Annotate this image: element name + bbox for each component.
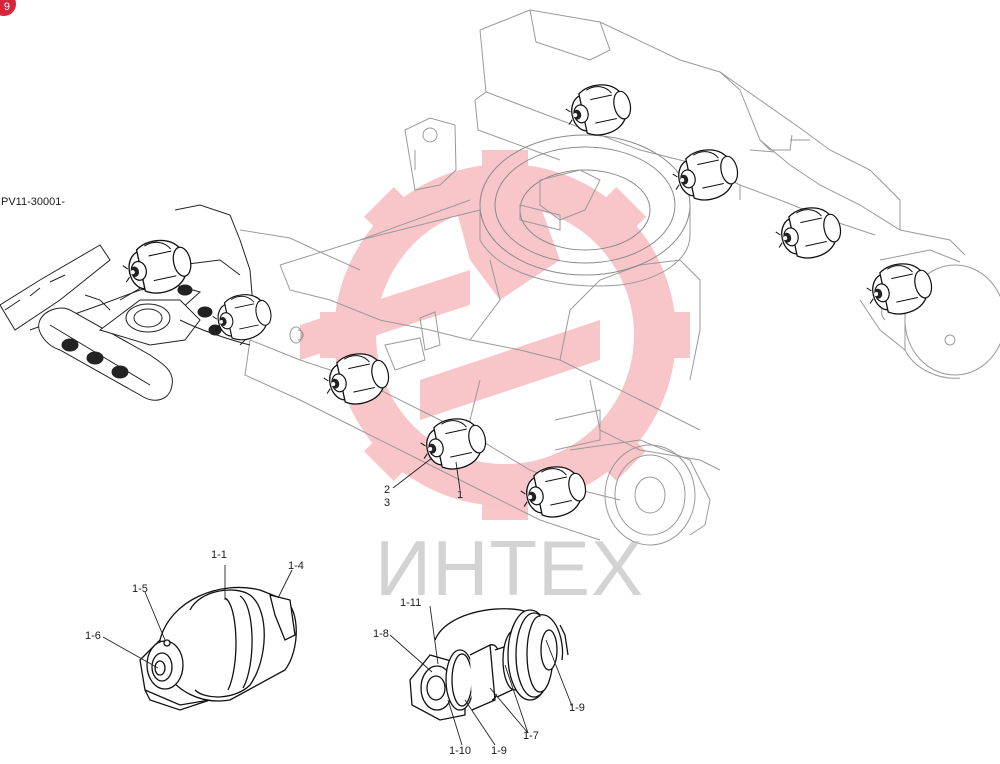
callout-1-9-bottom: 1-9	[491, 745, 507, 757]
callout-1-10: 1-10	[449, 745, 472, 757]
roller-detail-exploded	[409, 608, 569, 721]
page-badge: 9	[0, 0, 16, 16]
callout-1: 1	[457, 489, 464, 501]
track-roller	[668, 143, 743, 207]
callout-1-8: 1-8	[373, 628, 389, 640]
callout-1-4: 1-4	[288, 560, 304, 572]
track-roller	[771, 201, 846, 265]
callout-1-6: 1-6	[85, 630, 101, 642]
callout-1-5: 1-5	[132, 583, 148, 595]
track-roller	[561, 78, 636, 142]
overview-undercarriage	[0, 204, 256, 401]
watermark-text: ИНТЕХ	[375, 524, 645, 612]
callout-leader-lines	[102, 457, 573, 746]
part-code-label: PV11-30001-	[1, 196, 66, 208]
watermark-gear-logo	[300, 150, 690, 520]
undercarriage-frame	[239, 9, 1000, 546]
overview-roller	[208, 288, 276, 346]
callout-1-11: 1-11	[400, 597, 422, 609]
callout-1-7: 1-7	[523, 730, 539, 742]
page-badge-number: 9	[3, 1, 10, 13]
callout-2: 2	[384, 484, 391, 496]
callout-3: 3	[384, 497, 391, 509]
track-roller	[862, 257, 937, 321]
callout-1-1: 1-1	[211, 549, 227, 561]
roller-detail-assembled	[139, 586, 297, 711]
callout-1-9-right: 1-9	[569, 702, 585, 714]
